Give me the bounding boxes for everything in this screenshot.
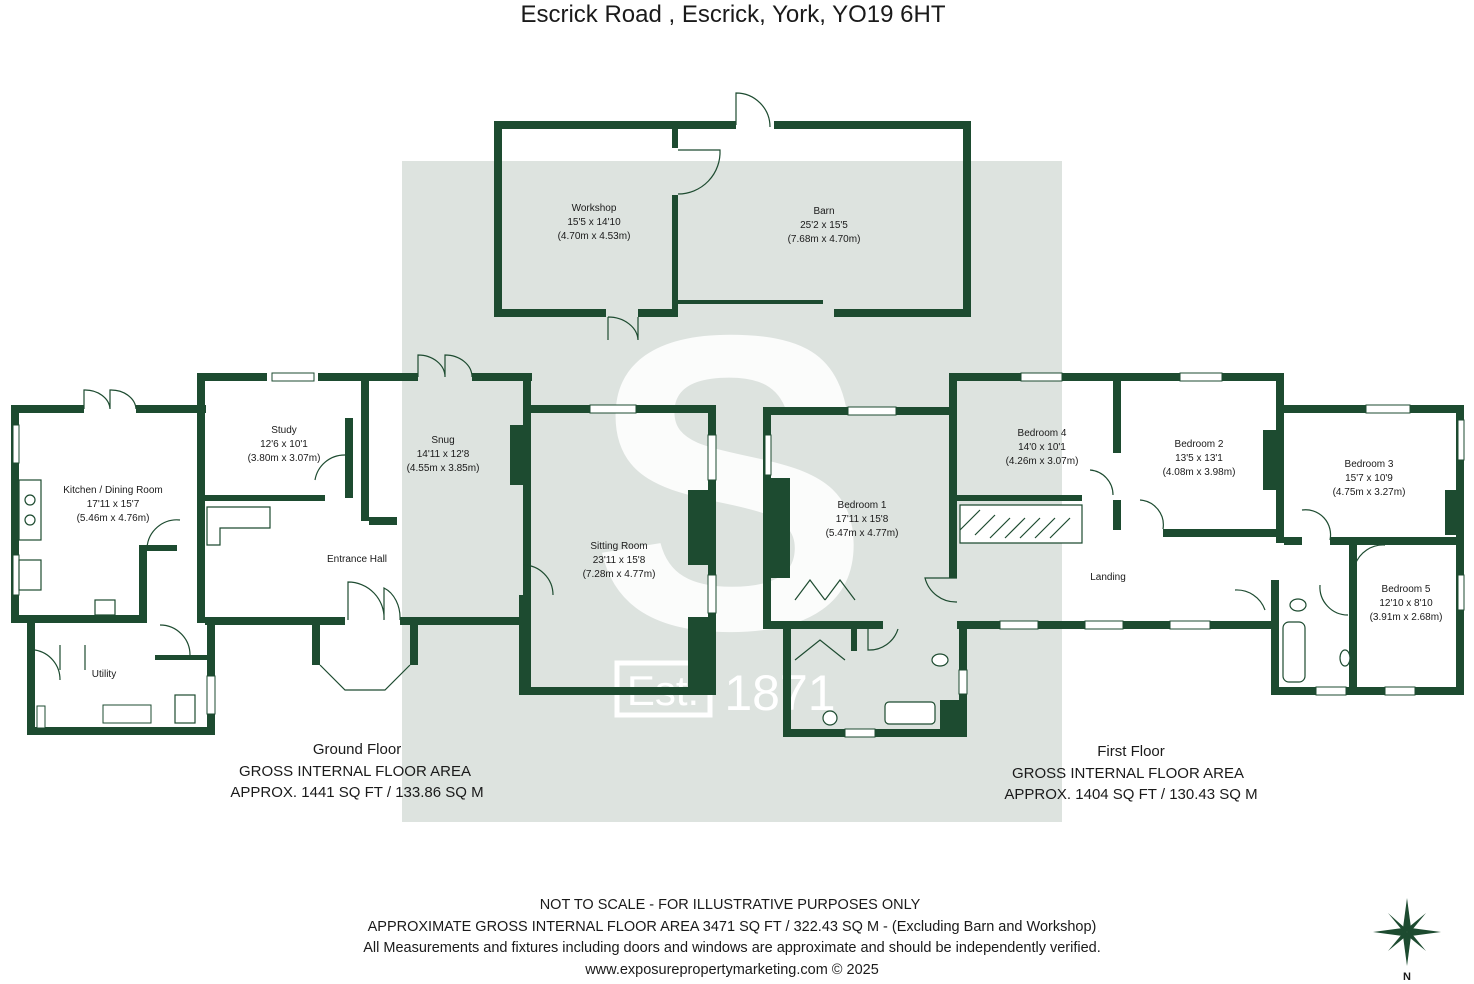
outbuilding-doors xyxy=(607,92,771,341)
room-landing: Landing xyxy=(1090,572,1126,583)
first-floor-doors xyxy=(794,469,1386,661)
room-dims-metric: (4.55m x 3.85m) xyxy=(407,463,480,474)
room-dims-imperial: 15'5 x 14'10 xyxy=(567,217,621,228)
room-dims-imperial: 23'11 x 15'8 xyxy=(593,555,646,566)
room-utility: Utility xyxy=(92,669,116,680)
watermark-letter: S xyxy=(590,249,870,718)
room-name: Bedroom 3 xyxy=(1345,459,1394,470)
room-dims-imperial: 17'11 x 15'7 xyxy=(87,499,140,510)
room-dims-imperial: 17'11 x 15'8 xyxy=(836,514,889,525)
room-snug: Snug 14'11 x 12'8 (4.55m x 3.85m) xyxy=(407,435,480,474)
room-dims-metric: (4.08m x 3.98m) xyxy=(1163,467,1236,478)
room-dims-imperial: 13'5 x 13'1 xyxy=(1175,453,1223,464)
first-floor-walls xyxy=(763,373,1464,737)
room-dims-imperial: 25'2 x 15'5 xyxy=(800,220,848,231)
room-bedroom-3: Bedroom 3 15'7 x 10'9 (4.75m x 3.27m) xyxy=(1333,459,1406,498)
footer-line-2: APPROXIMATE GROSS INTERNAL FLOOR AREA 34… xyxy=(368,919,1097,935)
room-dims-metric: (5.46m x 4.76m) xyxy=(77,513,150,524)
room-dims-metric: (4.70m x 4.53m) xyxy=(558,231,631,242)
room-study: Study 12'6 x 10'1 (3.80m x 3.07m) xyxy=(248,425,321,464)
room-dims-metric: (4.26m x 3.07m) xyxy=(1006,456,1079,467)
room-workshop: Workshop 15'5 x 14'10 (4.70m x 4.53m) xyxy=(558,203,631,242)
outbuilding-walls xyxy=(494,121,971,317)
room-name: Entrance Hall xyxy=(327,554,387,565)
room-bedroom-4: Bedroom 4 14'0 x 10'1 (4.26m x 3.07m) xyxy=(1006,428,1079,467)
ground-floor-windows xyxy=(12,372,717,729)
floor-name: Ground Floor xyxy=(313,741,401,758)
room-entrance-hall: Entrance Hall xyxy=(327,554,387,565)
room-dims-imperial: 12'10 x 8'10 xyxy=(1379,598,1433,609)
room-name: Workshop xyxy=(572,203,617,214)
footer-line-4: www.exposurepropertymarketing.com © 2025 xyxy=(584,962,879,978)
room-name: Sitting Room xyxy=(590,541,647,552)
room-dims-metric: (4.75m x 3.27m) xyxy=(1333,487,1406,498)
room-name: Bedroom 2 xyxy=(1175,439,1224,450)
ground-floor-summary: Ground Floor GROSS INTERNAL FLOOR AREA A… xyxy=(230,741,483,801)
room-name: Bedroom 4 xyxy=(1018,428,1067,439)
room-name: Landing xyxy=(1090,572,1126,583)
compass-rose-icon: N xyxy=(1373,898,1441,983)
room-dims-metric: (3.91m x 2.68m) xyxy=(1370,612,1443,623)
floor-area-label: GROSS INTERNAL FLOOR AREA xyxy=(239,763,471,780)
floor-area-label: GROSS INTERNAL FLOOR AREA xyxy=(1012,765,1244,782)
footer-line-3: All Measurements and fixtures including … xyxy=(363,940,1101,956)
ground-floor-fixtures xyxy=(18,479,271,724)
room-name: Study xyxy=(271,425,297,436)
ground-floor-doors xyxy=(34,354,554,691)
room-kitchen: Kitchen / Dining Room 17'11 x 15'7 (5.46… xyxy=(63,485,163,524)
ground-floor-walls xyxy=(11,373,716,735)
room-bedroom-5: Bedroom 5 12'10 x 8'10 (3.91m x 2.68m) xyxy=(1370,584,1443,623)
footer-line-1: NOT TO SCALE - FOR ILLUSTRATIVE PURPOSES… xyxy=(540,897,921,913)
first-floor-fixtures xyxy=(822,504,1351,726)
watermark-logo: S Est. 1871 xyxy=(590,249,870,721)
room-dims-metric: (7.68m x 4.70m) xyxy=(788,234,861,245)
room-bedroom-2: Bedroom 2 13'5 x 13'1 (4.08m x 3.98m) xyxy=(1163,439,1236,478)
room-name: Snug xyxy=(431,435,454,446)
room-dims-metric: (3.80m x 3.07m) xyxy=(248,453,321,464)
first-floor-windows xyxy=(764,372,1465,738)
room-dims-metric: (5.47m x 4.77m) xyxy=(826,528,899,539)
room-dims-imperial: 14'0 x 10'1 xyxy=(1018,442,1066,453)
room-name: Barn xyxy=(813,206,834,217)
page-title: Escrick Road , Escrick, York, YO19 6HT xyxy=(520,1,945,28)
room-dims-imperial: 14'11 x 12'8 xyxy=(417,449,470,460)
floor-area-value: APPROX. 1441 SQ FT / 133.86 SQ M xyxy=(230,784,483,801)
footer-disclaimer: NOT TO SCALE - FOR ILLUSTRATIVE PURPOSES… xyxy=(363,897,1101,978)
floor-name: First Floor xyxy=(1097,743,1165,760)
room-name: Bedroom 5 xyxy=(1382,584,1431,595)
room-dims-imperial: 12'6 x 10'1 xyxy=(260,439,308,450)
room-dims-imperial: 15'7 x 10'9 xyxy=(1345,473,1393,484)
room-name: Bedroom 1 xyxy=(838,500,887,511)
room-bedroom-1: Bedroom 1 17'11 x 15'8 (5.47m x 4.77m) xyxy=(826,500,899,539)
est-year: 1871 xyxy=(724,665,835,721)
room-dims-metric: (7.28m x 4.77m) xyxy=(583,569,656,580)
compass-north-label: N xyxy=(1403,971,1411,983)
room-sitting-room: Sitting Room 23'11 x 15'8 (7.28m x 4.77m… xyxy=(583,541,656,580)
room-name: Utility xyxy=(92,669,116,680)
first-floor-summary: First Floor GROSS INTERNAL FLOOR AREA AP… xyxy=(1004,743,1257,803)
room-barn: Barn 25'2 x 15'5 (7.68m x 4.70m) xyxy=(788,206,861,245)
floor-area-value: APPROX. 1404 SQ FT / 130.43 SQ M xyxy=(1004,786,1257,803)
room-name: Kitchen / Dining Room xyxy=(63,485,163,496)
